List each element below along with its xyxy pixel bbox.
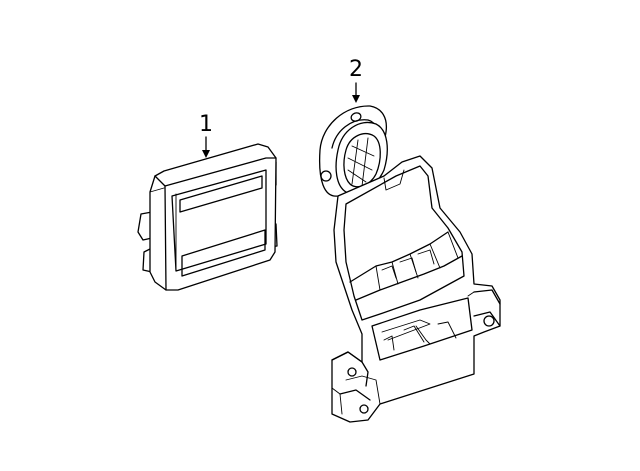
part-1-control-module [137, 143, 278, 291]
callout-2-arrowhead [352, 95, 360, 103]
part-2-bracket-housing [318, 105, 501, 423]
callout-1-arrowhead [202, 150, 210, 158]
callout-1: 1 [199, 112, 213, 158]
callout-2-label: 2 [349, 57, 363, 82]
callout-1-label: 1 [199, 112, 213, 137]
callout-2: 2 [349, 57, 363, 103]
